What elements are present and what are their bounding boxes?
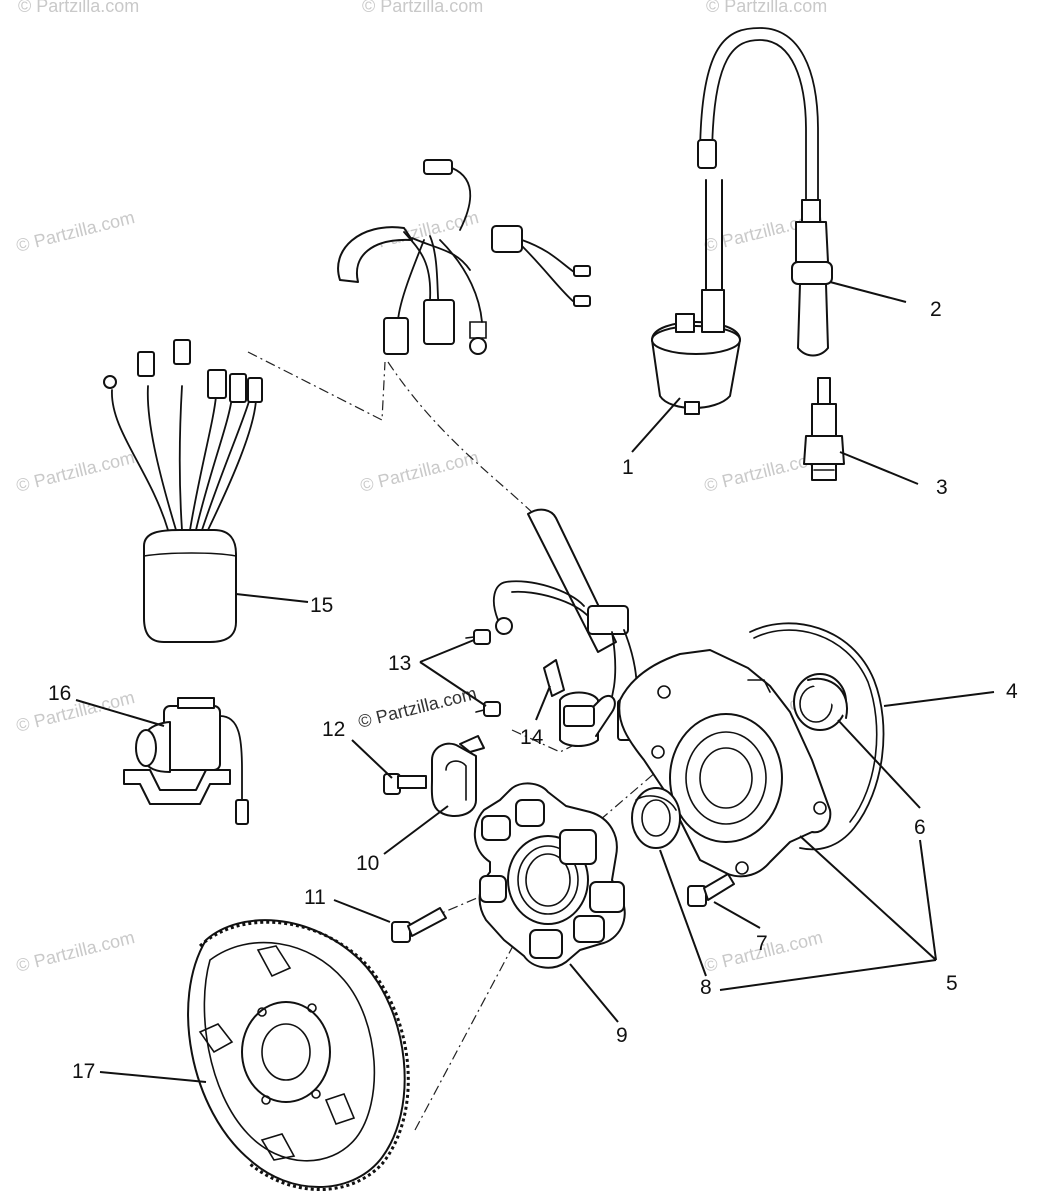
oil-seal [631,787,681,849]
watermark: © Partzilla.com [362,0,483,16]
pickup-coil [543,659,616,747]
bolt-12 [383,773,427,795]
callout-9: 9 [616,1024,628,1047]
stator-plate [618,649,832,878]
callout-2: 2 [930,298,942,321]
ignition-coil [651,27,819,415]
wire-harness [337,159,591,355]
cdi-box [103,339,263,643]
wire-clamp [430,735,485,817]
watermark: © Partzilla.com [14,447,137,496]
callout-3: 3 [936,476,948,499]
callout-11: 11 [304,886,326,909]
screws-13 [465,629,501,717]
spark-plug-cap [791,199,833,357]
watermark: © Partzilla.com [358,447,481,496]
callout-13: 13 [388,652,411,675]
starter-solenoid [123,697,249,825]
callout-5: 5 [946,972,958,995]
watermark: © Partzilla.com [706,0,827,16]
callout-8: 8 [700,976,712,999]
o-ring [749,622,885,851]
callout-1: 1 [622,456,634,479]
watermark-center: © Partzilla.com [356,683,479,732]
watermark: © Partzilla.com [18,0,139,16]
bearing [793,673,848,731]
callout-17: 17 [72,1060,95,1083]
callout-16: 16 [48,682,71,705]
bolt-11 [391,907,447,943]
callout-labels: 1 2 3 4 5 6 7 8 9 10 11 12 13 14 15 16 1… [48,298,1018,1083]
callout-4: 4 [1006,680,1018,703]
stator [473,782,626,969]
leader-lines [75,281,995,1083]
callout-10: 10 [356,852,379,875]
watermark: © Partzilla.com [14,207,137,256]
callout-7: 7 [756,932,768,955]
callout-12: 12 [322,718,345,741]
screw-7 [687,873,735,907]
watermark: © Partzilla.com [14,927,137,976]
callout-6: 6 [914,816,926,839]
callout-14: 14 [520,726,544,749]
spark-plug [803,377,845,481]
callout-15: 15 [310,594,333,617]
flywheel [187,919,410,1191]
